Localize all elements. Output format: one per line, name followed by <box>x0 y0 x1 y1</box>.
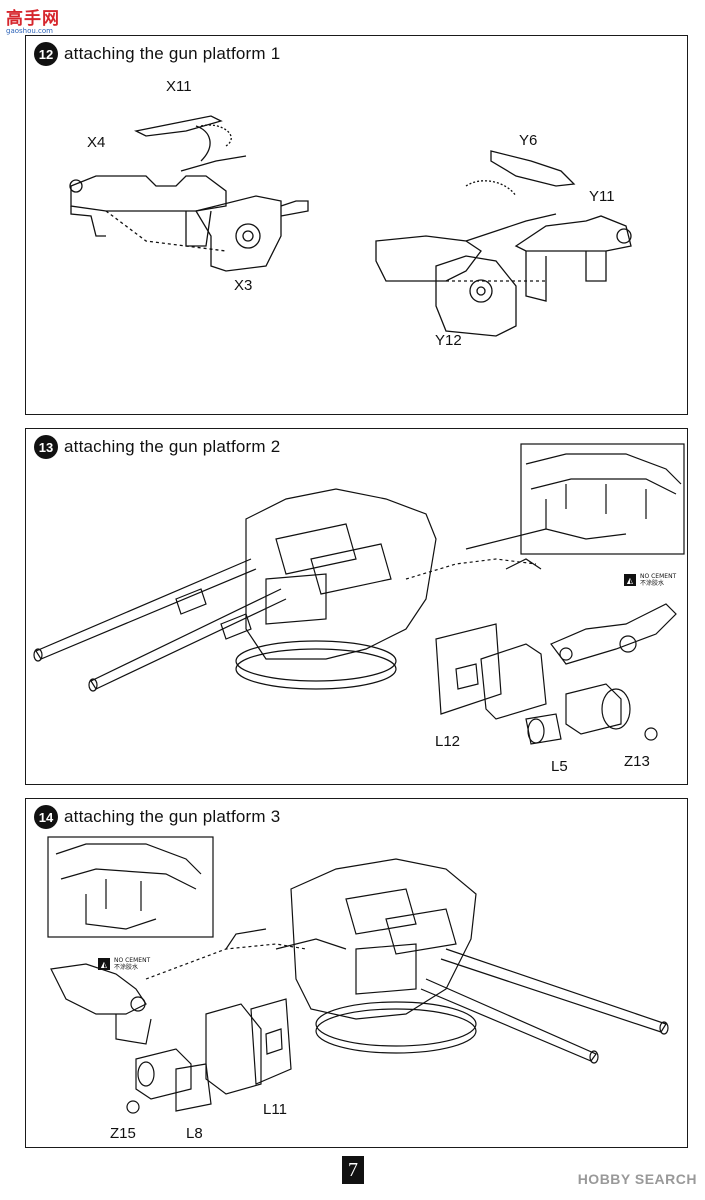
left-platform-outline <box>70 175 227 212</box>
part-label-l11: L11 <box>263 1101 287 1118</box>
step-14-panel: 14 attaching the gun platform 3 <box>25 798 688 1148</box>
brand-watermark: HOBBY SEARCH <box>578 1171 697 1187</box>
barrel-lower-13 <box>90 588 287 690</box>
l8-plate <box>205 1003 262 1095</box>
no-cement-text-en: NO CEMENT <box>114 957 151 964</box>
no-cement-text-zh: 不涂胶水 <box>640 580 665 588</box>
part-label-x11: X11 <box>166 78 192 95</box>
l12-plate <box>435 623 502 715</box>
no-cement-note-14: ◭ NO CEMENT 不涂胶水 <box>98 957 150 971</box>
x11-shell-left <box>134 115 223 137</box>
step-13-panel: 13 attaching the gun platform 2 <box>25 428 688 785</box>
part-label-l5: L5 <box>551 758 568 775</box>
part-label-x3: X3 <box>234 277 253 294</box>
step-13-title: attaching the gun platform 2 <box>64 437 281 456</box>
step-14-header: 14 attaching the gun platform 3 <box>34 805 280 829</box>
detail-inset-14 <box>47 836 214 938</box>
l11-plate <box>250 998 292 1085</box>
step-13-number: 13 <box>34 435 58 459</box>
site-name: 高手网 <box>6 9 60 29</box>
no-cement-note-13: ◭ NO CEMENT 不涂胶水 <box>624 573 676 587</box>
detail-inset-13 <box>520 443 685 555</box>
barrel-upper-13 <box>35 558 257 660</box>
part-label-y11: Y11 <box>589 188 615 205</box>
barrel-lower-14 <box>420 978 597 1062</box>
part-label-y12: Y12 <box>435 332 462 349</box>
step-14-number: 14 <box>34 805 58 829</box>
mount-body-13 <box>245 488 437 660</box>
page-number: 7 <box>342 1156 364 1184</box>
y6-shell-right <box>490 150 576 187</box>
part-label-z13: Z13 <box>624 753 650 770</box>
site-watermark-logo: 高手网 gaoshou.com <box>6 4 60 35</box>
site-url: gaoshou.com <box>6 27 53 35</box>
step-12-title: attaching the gun platform 1 <box>64 44 281 63</box>
step-14-diagram <box>47 836 669 1114</box>
step-12-number: 12 <box>34 42 58 66</box>
no-cement-icon: ◭ <box>624 574 636 587</box>
mount-body-14 <box>290 858 477 1020</box>
barrel-upper-14 <box>440 948 667 1033</box>
step-13-diagram <box>33 443 685 745</box>
step-12-header: 12 attaching the gun platform 1 <box>34 42 280 66</box>
part-label-l12: L12 <box>435 733 461 750</box>
part-label-x4: X4 <box>87 134 106 151</box>
no-cement-text-zh: 不涂胶水 <box>114 964 139 972</box>
part-label-y6: Y6 <box>519 132 538 149</box>
part-label-z15: Z15 <box>110 1125 136 1142</box>
step-12-panel: 12 attaching the gun platform 1 <box>25 35 688 415</box>
step-13-header: 13 attaching the gun platform 2 <box>34 435 280 459</box>
no-cement-text-en: NO CEMENT <box>640 573 677 580</box>
part-label-l8: L8 <box>186 1125 203 1142</box>
brand-text: HOBBY SEARCH <box>577 1171 697 1187</box>
step-12-diagram <box>69 115 632 337</box>
step-14-title: attaching the gun platform 3 <box>64 807 281 826</box>
no-cement-icon: ◭ <box>98 958 110 971</box>
